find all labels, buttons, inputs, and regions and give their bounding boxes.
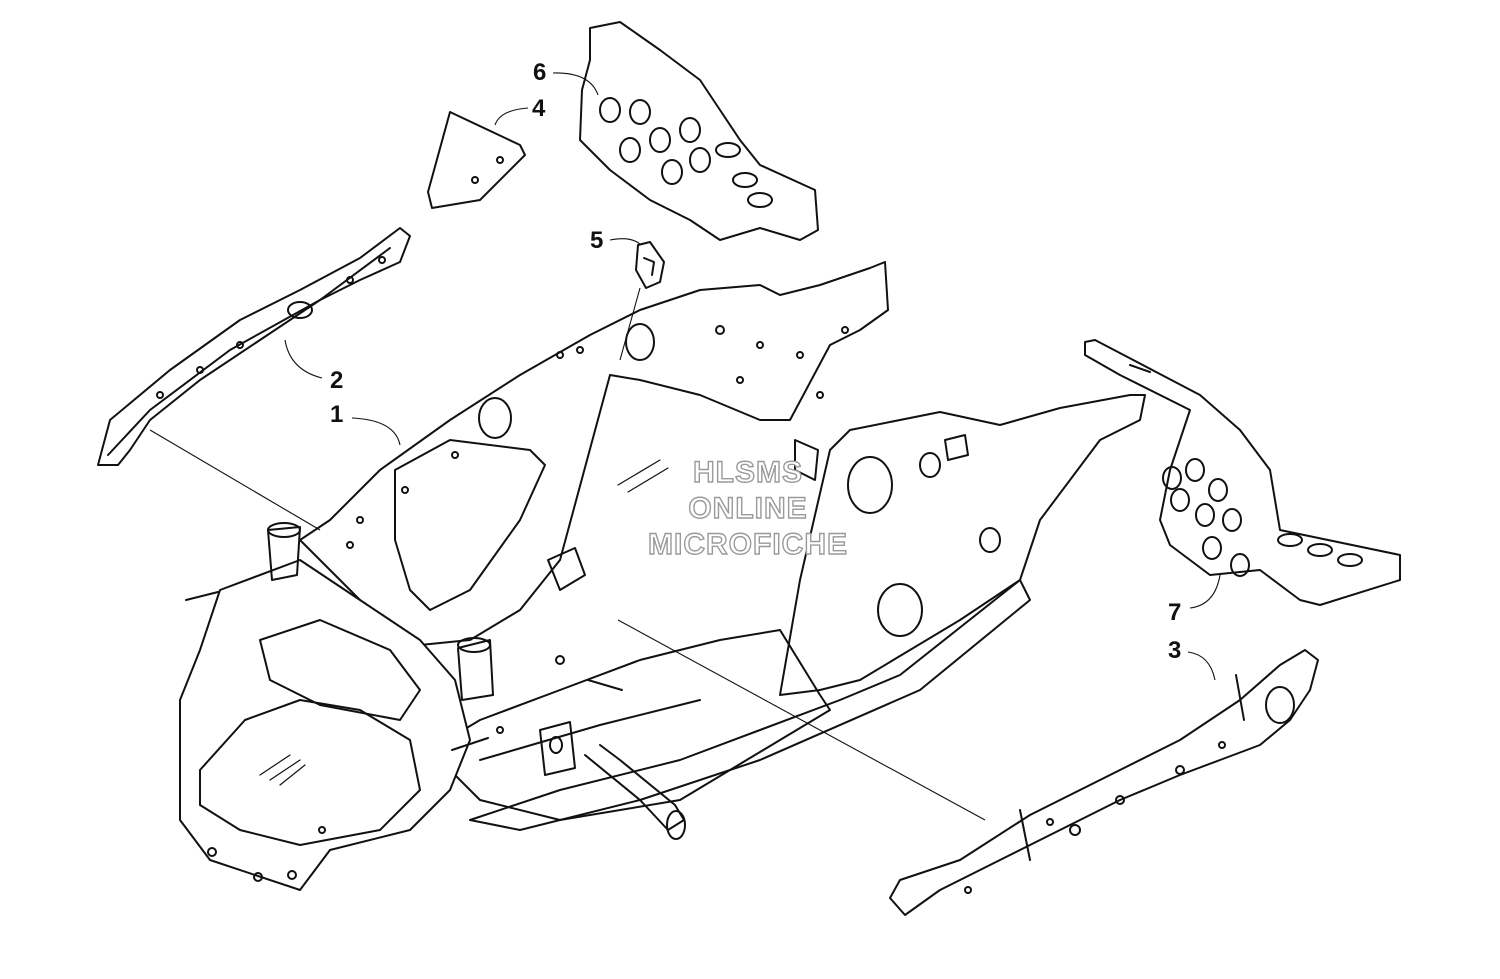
part-1-main-frame xyxy=(179,261,1146,891)
callout-4: 4 xyxy=(532,95,546,122)
part-3-lower-rail xyxy=(889,649,1319,916)
callout-1: 1 xyxy=(330,401,343,428)
assembly-lines xyxy=(149,287,986,821)
part-7-right-bracket xyxy=(1084,339,1401,606)
callout-7: 7 xyxy=(1168,599,1181,626)
watermark-line-2: ONLINE xyxy=(688,492,807,525)
watermark-line-1: HLSMS xyxy=(693,456,803,489)
callout-2: 2 xyxy=(330,367,343,394)
part-5-clip xyxy=(635,241,665,289)
callout-leaders xyxy=(284,72,1221,681)
callout-5: 5 xyxy=(590,227,603,254)
part-6-upper-bracket xyxy=(579,21,819,241)
callout-3: 3 xyxy=(1168,637,1181,664)
part-2-upper-rail xyxy=(97,227,411,466)
callouts: 1 2 3 4 5 6 7 xyxy=(330,59,1181,664)
part-4-gusset-plate xyxy=(427,111,526,209)
watermark: HLSMS ONLINE MICROFICHE xyxy=(647,455,848,561)
callout-6: 6 xyxy=(533,59,546,86)
watermark-line-3: MICROFICHE xyxy=(648,528,848,561)
